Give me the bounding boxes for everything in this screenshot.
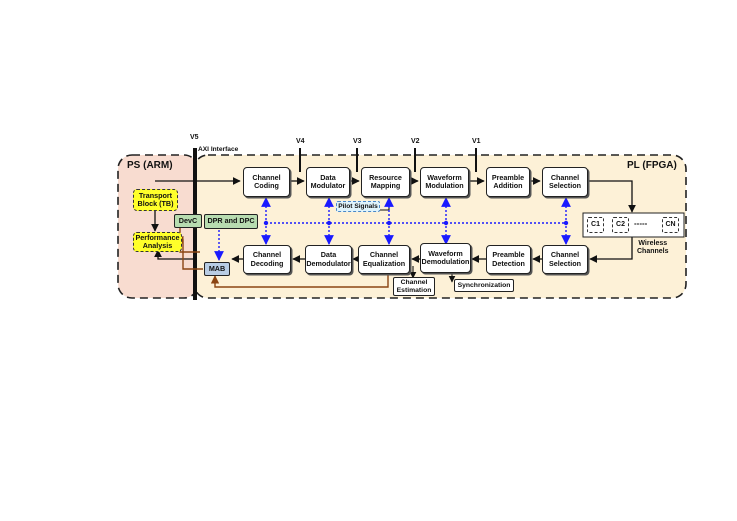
- axi-interface-label: AXI Interface: [198, 146, 239, 153]
- tx-data-modulator: Data Modulator: [306, 167, 350, 197]
- channel-cn: CN: [662, 217, 679, 233]
- tx-preamble-addition: Preamble Addition: [486, 167, 530, 197]
- rx-preamble-detection: Preamble Detection: [486, 245, 531, 274]
- v2-label: V2: [411, 138, 420, 145]
- channel-estimation-block: Channel Estimation: [393, 277, 435, 296]
- ps-region-label: PS (ARM): [127, 160, 173, 171]
- tx-channel-coding: Channel Coding: [243, 167, 290, 197]
- transport-block: Transport Block (TB): [133, 189, 178, 211]
- v4-label: V4: [296, 138, 305, 145]
- dpr-dpc-block: DPR and DPC: [204, 214, 258, 229]
- devc-block: DevC: [174, 214, 202, 228]
- tx-arrows: [155, 177, 636, 213]
- rx-channel-equalization: Channel Equalization: [358, 245, 410, 274]
- channel-c2: C2: [612, 217, 629, 233]
- synchronization-block: Synchronization: [454, 279, 514, 292]
- v3-label: V3: [353, 138, 362, 145]
- v5-label: V5: [190, 134, 199, 141]
- rx-channel-decoding: Channel Decoding: [243, 245, 291, 274]
- rx-arrows: [151, 211, 633, 263]
- channel-dashes: -----: [634, 219, 648, 228]
- rx-waveform-demodulation: Waveform Demodulation: [420, 243, 471, 273]
- tx-channel-selection: Channel Selection: [542, 167, 588, 197]
- channel-c1: C1: [587, 217, 604, 233]
- mab-block: MAB: [204, 262, 230, 276]
- pl-region-label: PL (FPGA): [627, 160, 677, 171]
- performance-analysis-block: Performance Analysis: [133, 232, 182, 252]
- v1-label: V1: [472, 138, 481, 145]
- tx-waveform-modulation: Waveform Modulation: [420, 167, 469, 197]
- pilot-signals-block: Pilot Signals: [336, 201, 380, 212]
- wireless-channels-label: Wireless Channels: [637, 240, 669, 256]
- control-links: [214, 197, 571, 261]
- rx-channel-selection: Channel Selection: [542, 245, 588, 274]
- rx-data-demodulator: Data Demodulator: [305, 245, 352, 274]
- control-junctions: [263, 220, 569, 226]
- tx-resource-mapping: Resource Mapping: [361, 167, 410, 197]
